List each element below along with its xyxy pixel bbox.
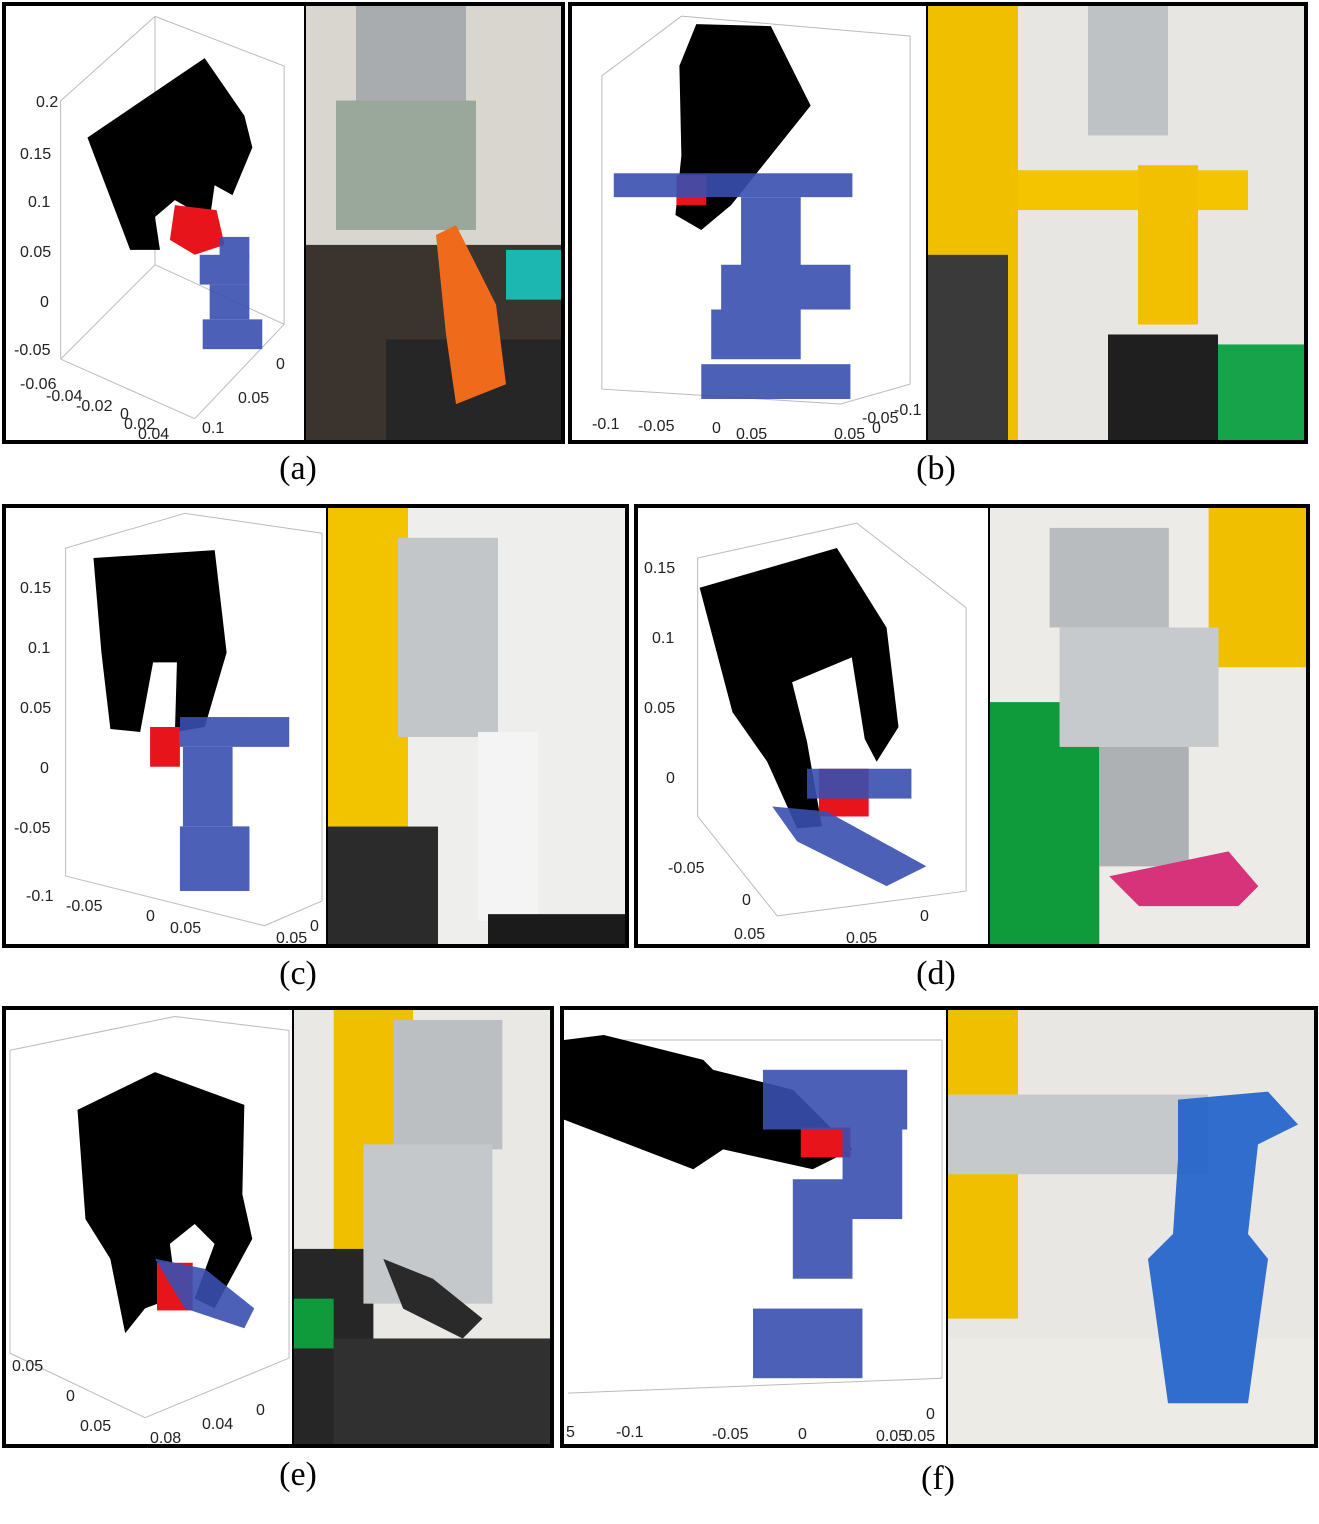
panel-caption-a: (a) <box>279 450 317 487</box>
tick-label: 0 <box>276 356 285 373</box>
robot-photo-d <box>990 508 1306 944</box>
panel-caption-b: (b) <box>916 450 956 487</box>
robot-photo-b <box>928 6 1304 440</box>
tick-label: 0.08 <box>150 1430 182 1447</box>
plot-graphic-c <box>65 512 323 927</box>
tick-label: -0.05 <box>862 410 899 427</box>
photo-graphic-c <box>328 508 625 944</box>
figure-panel-d: 0.15 0.1 0.05 0 -0.05 0 0.05 0 0.05 <box>634 504 1310 948</box>
figure-panel-b: -0.1 -0.05 0 0.05 0.05 0 -0.05 -0.1 <box>568 2 1308 444</box>
point-cloud-plot-f: 5 -0.1 -0.05 0 0.05 0.05 0 <box>564 1010 948 1444</box>
tick-label: 0.15 <box>20 580 52 597</box>
plot-graphic-a <box>60 15 285 420</box>
tick-label: -0.05 <box>668 860 705 877</box>
tick-label: 0.15 <box>644 560 676 577</box>
tick-label: 0.05 <box>20 244 52 261</box>
tick-label: 5 <box>566 1424 575 1441</box>
tick-label: 0.1 <box>202 420 225 437</box>
tick-label: -0.1 <box>616 1424 644 1441</box>
tick-label: -0.02 <box>76 398 113 415</box>
tick-label: -0.1 <box>26 888 54 905</box>
point-cloud-plot-c: 0.15 0.1 0.05 0 -0.05 -0.1 -0.05 0 0.05 … <box>6 508 328 944</box>
tick-label: 0.05 <box>80 1418 112 1435</box>
photo-graphic-a <box>306 6 561 440</box>
tick-label: 0.04 <box>202 1416 234 1433</box>
tick-label: 0.05 <box>20 700 52 717</box>
tick-label: 0.05 <box>12 1358 44 1375</box>
photo-graphic-f <box>948 1010 1314 1444</box>
tick-label: 0 <box>742 892 751 909</box>
robot-photo-e <box>294 1010 550 1444</box>
tick-label: 0 <box>666 770 675 787</box>
plot-graphic-d <box>697 522 967 917</box>
tick-label: 0 <box>66 1388 75 1405</box>
tick-label: -0.06 <box>20 376 57 393</box>
tick-label: -0.04 <box>46 388 83 405</box>
point-cloud-plot-a: 0.2 0.15 0.1 0.05 0 -0.05 -0.06 -0.04 -0… <box>6 6 306 440</box>
point-cloud-plot-d: 0.15 0.1 0.05 0 -0.05 0 0.05 0 0.05 <box>638 508 990 944</box>
tick-label: -0.05 <box>66 898 103 915</box>
tick-label: -0.05 <box>14 820 51 837</box>
plot-graphic-b <box>601 15 911 405</box>
robot-photo-c <box>328 508 625 944</box>
tick-label: 0 <box>310 918 319 935</box>
tick-label: 0.05 <box>276 930 308 947</box>
tick-label: 0 <box>256 1402 265 1419</box>
tick-label: 0.05 <box>904 1428 936 1445</box>
tick-label: 0 <box>40 760 49 777</box>
tick-label: 0.04 <box>138 426 170 443</box>
tick-label: 0.05 <box>876 1428 908 1445</box>
tick-label: 0.05 <box>834 426 866 443</box>
tick-label: -0.05 <box>638 418 675 435</box>
tick-label: 0 <box>120 406 129 423</box>
tick-label: 0.05 <box>846 930 878 947</box>
tick-label: 0.05 <box>736 426 768 443</box>
tick-label: 0.05 <box>734 926 766 943</box>
figure-panel-f: 5 -0.1 -0.05 0 0.05 0.05 0 <box>560 1006 1318 1448</box>
tick-label: 0.05 <box>238 390 270 407</box>
tick-label: 0.05 <box>644 700 676 717</box>
figure-panel-a: 0.2 0.15 0.1 0.05 0 -0.05 -0.06 -0.04 -0… <box>2 2 565 444</box>
tick-label: 0.1 <box>652 630 675 647</box>
tick-label: -0.05 <box>14 342 51 359</box>
tick-label: 0 <box>926 1406 935 1423</box>
tick-label: 0 <box>872 420 881 437</box>
tick-label: 0.02 <box>124 416 156 433</box>
robot-photo-a <box>306 6 561 440</box>
photo-graphic-b <box>928 6 1304 440</box>
point-cloud-plot-b: -0.1 -0.05 0 0.05 0.05 0 -0.05 -0.1 <box>572 6 928 440</box>
panel-caption-c: (c) <box>279 955 317 992</box>
tick-label: 0.2 <box>36 94 59 111</box>
tick-label: 0.1 <box>28 640 51 657</box>
tick-label: 0 <box>146 908 155 925</box>
panel-caption-e: (e) <box>279 1456 317 1493</box>
plot-graphic-e <box>9 1015 290 1419</box>
photo-graphic-d <box>990 508 1306 944</box>
photo-graphic-e <box>294 1010 550 1444</box>
plot-graphic-f <box>564 1035 943 1394</box>
tick-label: -0.05 <box>712 1426 749 1443</box>
tick-label: 0.15 <box>20 146 52 163</box>
figure-panel-e: 0.05 0 0.05 0.08 0.04 0 <box>2 1006 554 1448</box>
panel-caption-d: (d) <box>916 955 956 992</box>
robot-photo-f <box>948 1010 1314 1444</box>
point-cloud-plot-e: 0.05 0 0.05 0.08 0.04 0 <box>6 1010 294 1444</box>
tick-label: 0 <box>40 294 49 311</box>
tick-label: 0.1 <box>28 194 51 211</box>
tick-label: 0.05 <box>170 920 202 937</box>
figure-panel-c: 0.15 0.1 0.05 0 -0.05 -0.1 -0.05 0 0.05 … <box>2 504 629 948</box>
tick-label: 0 <box>712 420 721 437</box>
panel-caption-f: (f) <box>921 1460 955 1497</box>
tick-label: -0.1 <box>592 416 620 433</box>
tick-label: 0 <box>920 908 929 925</box>
tick-label: -0.1 <box>894 402 922 419</box>
tick-label: 0 <box>798 1426 807 1443</box>
